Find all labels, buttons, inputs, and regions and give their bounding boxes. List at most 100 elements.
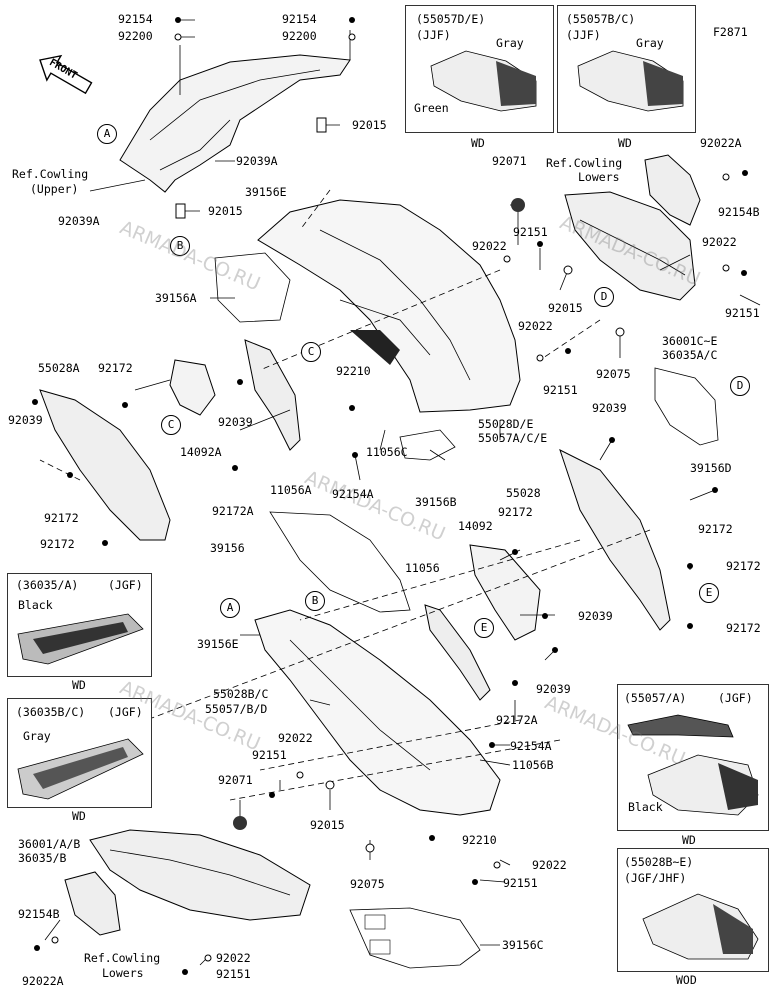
inset-sub: (JGF) [718,691,753,705]
part-label: 92022 [278,731,313,745]
inset-sub: (JJF) [566,28,601,42]
inset-sub: (JJF) [416,28,451,42]
part-label: 92039A [236,154,278,168]
part-label: Lowers [102,966,144,980]
part-label: 39156A [155,291,197,305]
part-label: 92172 [698,522,733,536]
callout-a: A [220,598,240,618]
part-label: 92172 [98,361,133,375]
right-lower-panel-shape [564,191,696,301]
inset-footer: WD [72,809,86,823]
callout-e: E [699,583,719,603]
inset-color: Gray [496,36,524,50]
part-label: 92015 [208,204,243,218]
part-label: 92071 [218,773,253,787]
part-label: 92075 [350,877,385,891]
part-label: 92151 [216,967,251,981]
part-label: 92022 [518,319,553,333]
part-label: 92154 [282,12,317,26]
part-label: 92154A [332,487,374,501]
part-label: 92154B [18,907,60,921]
inset-footer: WD [682,833,696,847]
part-label: 55028B/C [213,687,269,701]
part-label: 92015 [548,301,583,315]
part-label: 92151 [725,306,760,320]
part-label: 92151 [503,876,538,890]
part-label: (Upper) [30,182,79,196]
inset-color: Gray [23,729,51,743]
part-label: 55028 [506,486,541,500]
part-label: 92154A [510,739,552,753]
callout-e: E [474,618,494,638]
part-label: 92015 [352,118,387,132]
part-label: 92022A [22,974,64,988]
part-label: 11056B [512,758,554,772]
part-label: 36001/A/B [18,837,81,851]
part-label: 92022 [702,235,737,249]
inset-55057DE: (55057D/E) (JJF) Gray Green WD [405,5,554,150]
inset-footer: WD [471,136,485,150]
part-label: 92200 [118,29,153,43]
part-label: Lowers [578,170,620,184]
inset-code: (36035B/C) [16,705,86,719]
part-label: 92039 [592,401,627,415]
part-label: 55028A [38,361,80,375]
part-label: 36035/B [18,851,67,865]
part-label: 92039 [8,413,43,427]
left-fairing-55028A-shape [39,389,171,541]
part-label: 92075 [596,367,631,381]
part-label: Ref.Cowling [84,951,161,965]
part-label: 92210 [462,833,497,847]
inset-36035A: (36035/A) (JGF) Black WD [7,573,152,692]
part-label: 39156E [197,637,239,651]
part-label: 92172 [44,511,79,525]
part-label: 92015 [310,818,345,832]
part-label: 92172 [726,559,761,573]
part-label: 39156D [690,461,732,475]
part-label: 39156B [415,495,457,509]
part-label: 92022A [700,136,742,150]
part-label: 92039 [218,415,253,429]
part-label: Ref.Cowling [546,156,623,170]
part-label: 92172A [212,504,254,518]
inset-55028BE: (55028B~E) (JGF/JHF) WOD [617,848,769,987]
inset-55057A: (55057/A) (JGF) Black WD [617,684,769,847]
part-label: 92151 [252,748,287,762]
part-label: 92172A [496,713,538,727]
inset-55057BC: (55057B/C) (JJF) Gray WD [557,5,696,150]
part-label: 11056A [270,483,312,497]
part-label: 92210 [336,364,371,378]
right-fairing-55028-shape [559,449,671,631]
part-label: 92039 [536,682,571,696]
part-label: 39156E [245,185,287,199]
part-label: 55028D/E [478,417,534,431]
inset-code: (55057B/C) [566,12,636,26]
callout-b: B [170,236,190,256]
inset-footer: WOD [676,973,697,987]
inset-code: (55028B~E) [624,855,694,869]
inset-sub: (JGF/JHF) [624,871,687,885]
part-label: 14092A [180,445,222,459]
inset-36035BC: (36035B/C) (JGF) Gray WD [7,698,152,823]
part-label: 36001C~E [662,334,718,348]
figure-code: F2871 [713,25,748,39]
part-label: 92200 [282,29,317,43]
part-label: 92154 [118,12,153,26]
part-label: 55057A/C/E [478,431,548,445]
part-label: 92172 [726,621,761,635]
inset-sub: (JGF) [108,578,143,592]
part-label: 39156 [210,541,245,555]
part-label: 92151 [513,225,548,239]
front-arrow-icon [39,54,93,95]
part-label: 92172 [498,505,533,519]
inset-sub: (JGF) [108,705,143,719]
part-label: 11056C [366,445,408,459]
part-label: 55057/B/D [205,702,268,716]
inner-cowling-upper-shape [119,54,351,193]
inset-footer: WD [72,678,86,692]
lower-cowling-main-shape [254,609,501,816]
part-label: 92071 [492,154,527,168]
inset-footer: WD [618,136,632,150]
part-label: 92022 [216,951,251,965]
